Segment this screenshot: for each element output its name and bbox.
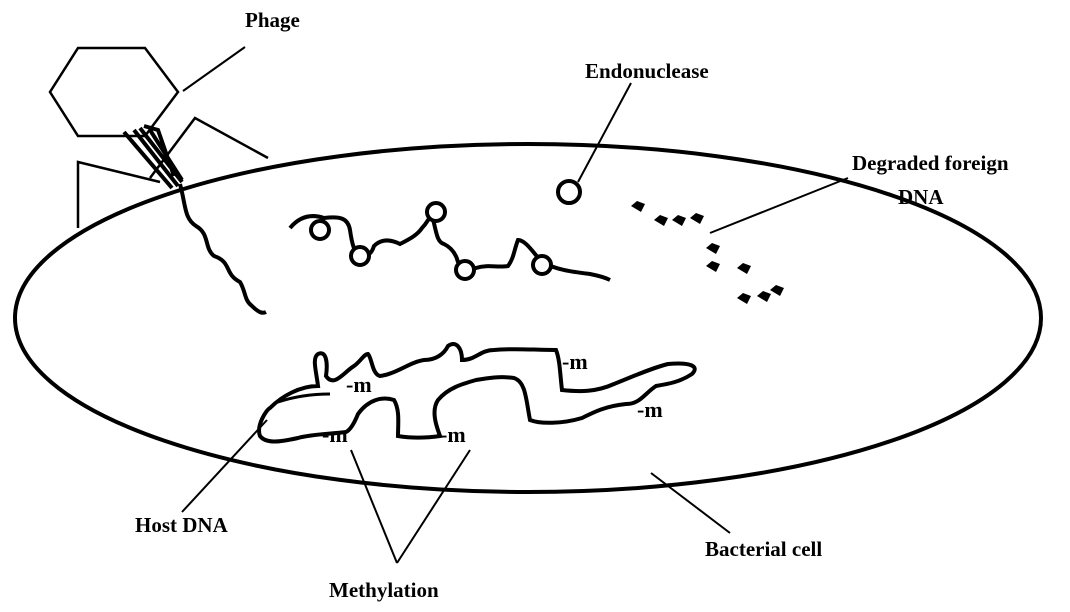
- endonuclease-free: [558, 181, 580, 203]
- fragment: [690, 213, 704, 224]
- fragment: [631, 201, 645, 212]
- phage-side-triangle-left: [78, 162, 160, 228]
- fragment: [757, 291, 771, 302]
- methyl-mark-4: -m: [322, 422, 348, 447]
- fragment: [654, 215, 668, 226]
- degraded-dna-fragments: [631, 201, 784, 304]
- methylation-leader-line-left: [351, 450, 397, 563]
- methyl-mark-2: -m: [562, 349, 588, 374]
- endonuclease-bound-3: [427, 203, 445, 221]
- fragment: [672, 215, 686, 226]
- fragment: [706, 243, 720, 254]
- endonuclease-bound-5: [533, 256, 551, 274]
- injected-phage-dna: [180, 184, 266, 313]
- fragment: [706, 261, 720, 272]
- methylation-label: Methylation: [329, 578, 439, 602]
- bacterial-cell-outline: [15, 144, 1041, 492]
- fragment: [737, 293, 751, 304]
- endonuclease-label: Endonuclease: [585, 59, 709, 83]
- foreign-dna-strand: [290, 216, 610, 280]
- fragment: [737, 263, 751, 274]
- fragment: [770, 285, 784, 296]
- endonuclease-bound-2: [351, 247, 369, 265]
- methylation-leader-line-right: [397, 450, 470, 563]
- phage-icon: [50, 48, 268, 228]
- phage-head: [50, 48, 178, 136]
- bacterial-cell-label: Bacterial cell: [705, 537, 822, 561]
- methyl-mark-5: -m: [440, 422, 466, 447]
- degraded-dna-leader-line: [710, 178, 848, 233]
- phage-side-triangle-right: [150, 118, 268, 178]
- methyl-mark-1: -m: [346, 372, 372, 397]
- host-dna-label: Host DNA: [135, 513, 229, 537]
- leader-lines: [182, 47, 848, 563]
- phage-label: Phage: [245, 8, 300, 32]
- degraded-dna-label-line2: DNA: [898, 185, 944, 209]
- phage-leader-line: [183, 47, 245, 91]
- endonuclease-leader-line: [578, 83, 631, 182]
- methyl-mark-3: -m: [637, 397, 663, 422]
- endonuclease-bound-1: [311, 221, 329, 239]
- degraded-dna-label-line1: Degraded foreign: [852, 151, 1009, 175]
- endonuclease-bound-4: [456, 261, 474, 279]
